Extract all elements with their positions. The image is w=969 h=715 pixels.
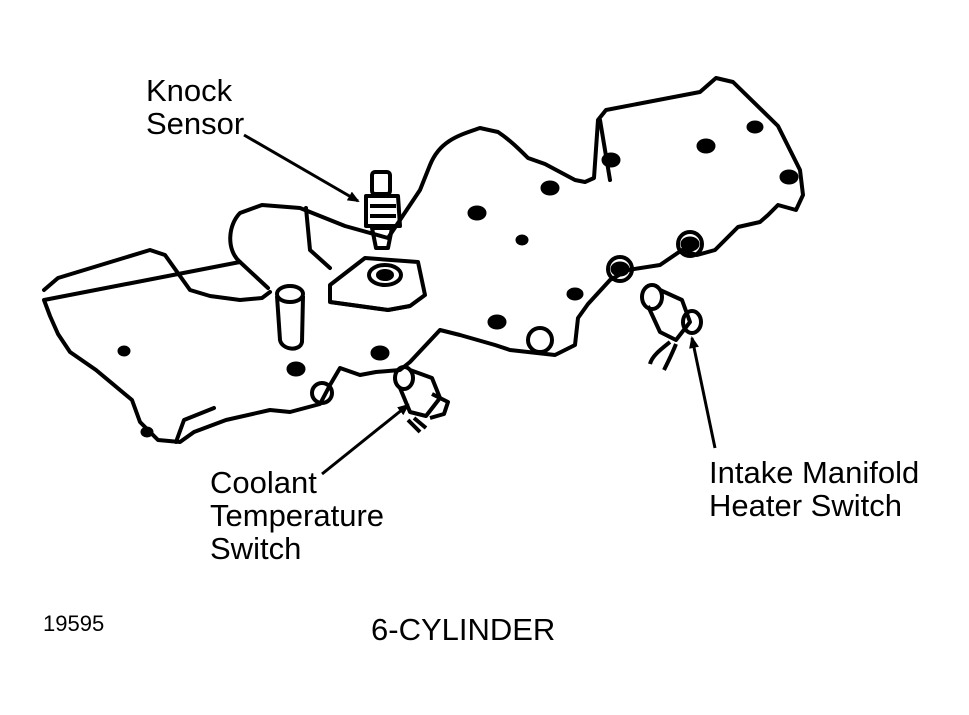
label-line: Switch (210, 531, 302, 566)
coolant-temperature-switch-label: Coolant Temperature Switch (210, 466, 384, 565)
port-rings (310, 230, 704, 405)
intake-manifold-heater-switch-label: Intake Manifold Heater Switch (709, 456, 919, 522)
label-line: Coolant (210, 465, 317, 500)
tube-fitting (275, 284, 305, 351)
knock-sensor-arrow (243, 133, 360, 203)
bolt-holes (117, 120, 799, 438)
label-line: Knock (146, 73, 233, 108)
knock-sensor (364, 170, 402, 250)
figure-caption: 6-CYLINDER (371, 612, 556, 647)
coolant-temperature-switch (393, 365, 450, 434)
heater-switch-arrow (689, 336, 717, 449)
label-line: Temperature (210, 498, 385, 533)
figure-number: 19595 (43, 611, 105, 636)
intake-manifold-heater-switch (640, 283, 703, 371)
label-line: Sensor (146, 106, 245, 141)
sensor-pad (328, 256, 427, 312)
leader-lines (243, 133, 717, 476)
knock-sensor-label: Knock Sensor (146, 74, 244, 140)
manifold-body (42, 76, 805, 444)
label-line: Intake Manifold (709, 455, 920, 490)
label-line: Heater Switch (709, 488, 902, 523)
coolant-switch-arrow (321, 403, 410, 476)
